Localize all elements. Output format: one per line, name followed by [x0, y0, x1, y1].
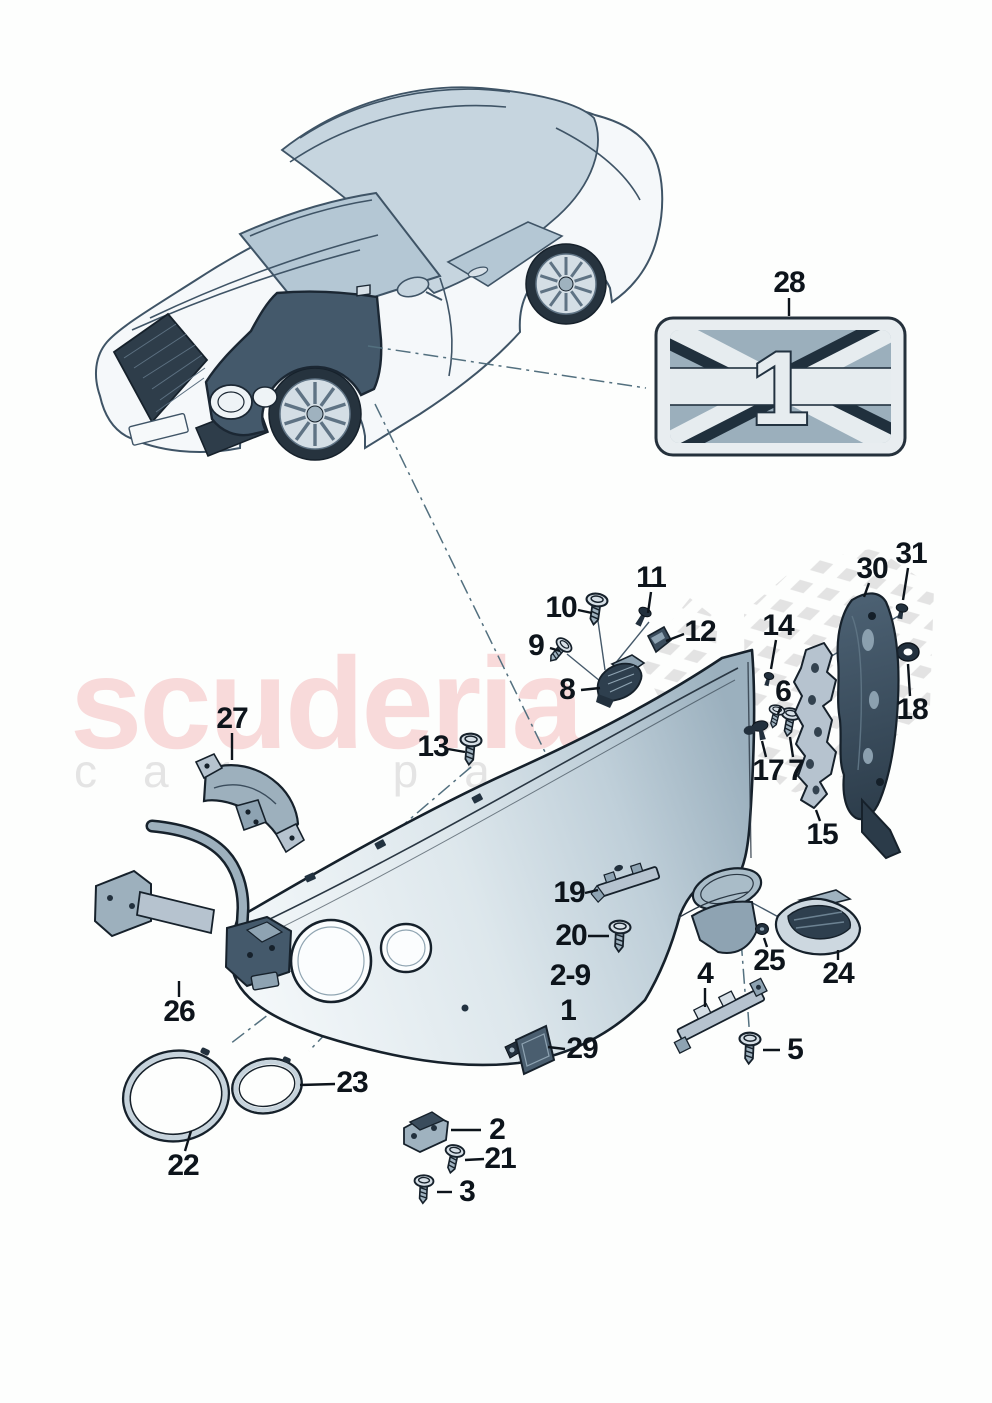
part-5-screw: [737, 1031, 762, 1066]
part-19-bracket: [590, 862, 661, 904]
leader-line-29: [547, 1045, 566, 1051]
car-mirror: [396, 276, 443, 301]
leader-line-7: [788, 736, 795, 758]
leader-line-15: [814, 809, 822, 822]
leader-line-10: [577, 608, 593, 615]
part-22-seal-ring: [121, 1047, 231, 1143]
part-14-screw: [763, 671, 775, 687]
part-13-screw: [457, 731, 484, 767]
car-headlamp-outer: [209, 384, 253, 420]
car-door-handle: [467, 266, 489, 278]
headlamp-opening-large: [289, 918, 373, 1004]
union-jack-badge: 1: [654, 316, 907, 457]
watermark-brand: scuderia: [70, 630, 584, 776]
car-headlamp-inner: [252, 386, 278, 408]
car-grille: [112, 312, 209, 424]
headlamp-opening-small: [379, 922, 433, 974]
part-4-rail: [673, 977, 768, 1055]
part-29-plate: [504, 1024, 556, 1076]
part-24-fender-vent: [774, 889, 862, 956]
leader-line-18: [906, 663, 912, 697]
fender-fastener-hole: [461, 1004, 469, 1012]
part-27-brace: [194, 752, 306, 854]
leader-line-23: [299, 1082, 336, 1087]
leader-line-19: [584, 888, 599, 895]
part-26-support-assembly: [93, 819, 293, 991]
fender-rear-lower-flap: [690, 900, 759, 954]
part-30-reinforcement-blade: [836, 592, 902, 860]
fender-panel: [229, 648, 763, 1067]
rear-wheel: [525, 243, 607, 325]
part-17-push-pin: [743, 720, 769, 741]
leader-line-17: [760, 740, 768, 758]
part-15-reinforcement-strip: [793, 642, 837, 809]
leader-line-12: [665, 632, 685, 643]
part-3-screw: [412, 1173, 435, 1205]
part-31-screw: [895, 603, 909, 620]
part-25-grommet: [755, 923, 769, 935]
leader-line-11: [646, 591, 653, 614]
fender-edge-clips: [304, 793, 483, 883]
part-21-screw: [440, 1142, 467, 1176]
leader-lines: [177, 298, 912, 1194]
badge-numeral: 1: [751, 331, 809, 447]
car-license-plate: [128, 412, 189, 446]
vehicle-illustration: [94, 86, 664, 461]
leader-line-6: [776, 705, 783, 715]
front-wheel: [268, 367, 362, 461]
part-10-screw: [582, 591, 610, 628]
part-2-bracket: [403, 1111, 449, 1153]
leader-line-14: [769, 639, 778, 670]
leader-line-9: [549, 646, 561, 653]
leader-line-21: [464, 1157, 485, 1162]
leader-line-13: [447, 747, 466, 754]
leader-line-8: [580, 686, 601, 692]
part-8-bracket: [596, 654, 646, 708]
leader-line-31: [901, 567, 910, 601]
leader-line-30: [862, 582, 871, 598]
car-fender-badge-slot: [356, 284, 371, 297]
leader-line-25: [762, 937, 769, 948]
part-18-grommet: [896, 642, 920, 662]
part-23-seal-ring: [231, 1056, 303, 1115]
leader-line-22: [183, 1130, 193, 1152]
